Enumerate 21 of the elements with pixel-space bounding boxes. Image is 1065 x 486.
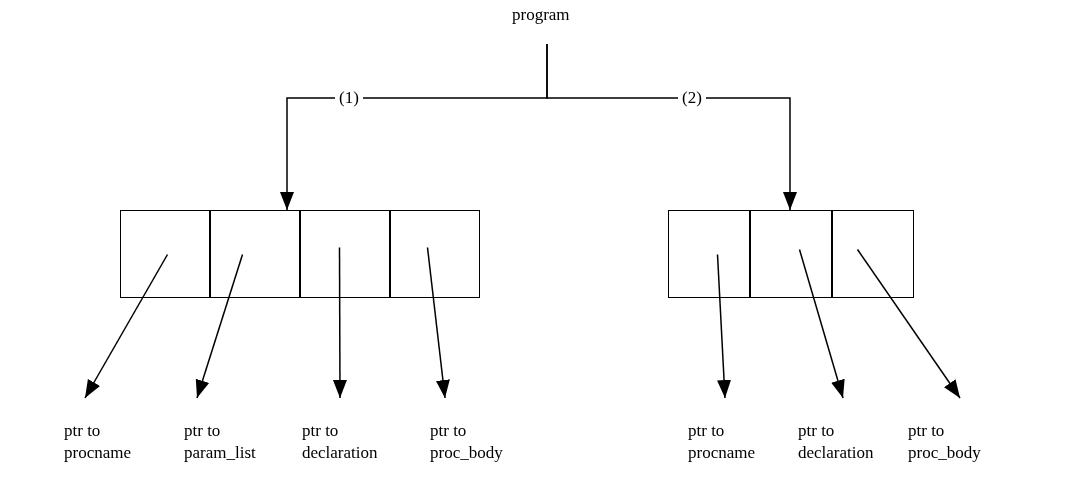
- arrow: [546, 43, 797, 211]
- record-field: [749, 209, 832, 298]
- node-label: ptr to proc_body: [430, 420, 504, 464]
- node-label: ptr to procname: [64, 420, 133, 464]
- arrow: [332, 246, 347, 399]
- record-field: [299, 209, 390, 298]
- node-label: ptr to param_list: [184, 420, 257, 464]
- edge-label: (1): [335, 88, 363, 108]
- node-label: ptr to proc_body: [908, 420, 982, 464]
- arrow: [716, 253, 732, 399]
- node-label: program: [512, 4, 571, 26]
- arrow: [195, 253, 244, 399]
- arrow: [426, 246, 450, 399]
- record-field: [209, 209, 300, 298]
- node-label: ptr to declaration: [798, 420, 875, 464]
- edge-label: (2): [678, 88, 706, 108]
- arrow: [798, 248, 845, 399]
- node-label: ptr to declaration: [302, 420, 379, 464]
- node-label: ptr to procname: [688, 420, 757, 464]
- arrow: [84, 253, 169, 399]
- arrow: [856, 248, 961, 399]
